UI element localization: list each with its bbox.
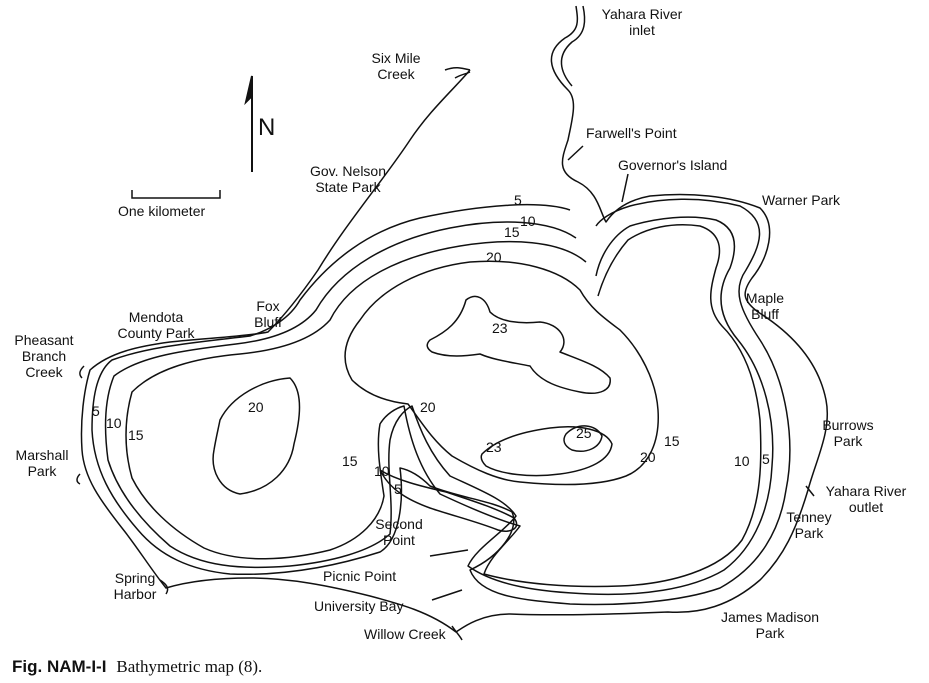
label-line: Harbor bbox=[113, 586, 157, 602]
figure-caption: Fig. NAM-I-I Bathymetric map (8). bbox=[12, 657, 262, 677]
depth-label: 20 bbox=[640, 449, 656, 465]
label-warner-park: Warner Park bbox=[762, 192, 841, 208]
contour-5 bbox=[91, 198, 791, 606]
label-pheasant-branch-creek: Pheasant Branch Creek bbox=[6, 332, 82, 380]
label-marshall-park: Marshall Park bbox=[6, 447, 78, 479]
label-line: Yahara River bbox=[825, 483, 907, 499]
yahara-outlet-mark bbox=[805, 485, 815, 497]
depth-label: 23 bbox=[486, 439, 502, 455]
label-line: Yahara River bbox=[601, 6, 683, 22]
label-line: Marshall bbox=[15, 447, 69, 463]
scale-bar bbox=[131, 190, 221, 199]
label-line: State Park bbox=[315, 179, 381, 195]
shoreline bbox=[80, 5, 828, 633]
label-line: Fox bbox=[256, 298, 280, 314]
picnic-point-spit bbox=[379, 469, 518, 532]
label-mendota-county-park: Mendota County Park bbox=[108, 309, 204, 341]
label-line: Creek bbox=[377, 66, 415, 82]
inlet-bank bbox=[560, 5, 586, 87]
pheasant-mouth bbox=[79, 365, 85, 379]
depth-label: 10 bbox=[106, 415, 122, 431]
north-label: N bbox=[258, 114, 276, 141]
depth-label: 20 bbox=[486, 249, 502, 265]
depth-label: 20 bbox=[420, 399, 436, 415]
contour-23-north bbox=[426, 295, 611, 394]
marshall-mouth bbox=[76, 473, 81, 485]
label-line: County Park bbox=[117, 325, 195, 341]
label-line: Creek bbox=[25, 364, 63, 380]
spring-harbor-mouth bbox=[159, 579, 169, 595]
label-line: Burrows bbox=[822, 417, 874, 433]
university-bay-arrow bbox=[431, 589, 463, 601]
depth-label: 5 bbox=[514, 192, 522, 208]
north-arrow bbox=[244, 75, 253, 172]
figure-number: Fig. NAM-I-I bbox=[12, 657, 107, 676]
contour-23-south bbox=[480, 426, 613, 477]
depth-label: 20 bbox=[248, 399, 264, 415]
depth-label: 5 bbox=[92, 403, 100, 419]
scale-label: One kilometer bbox=[118, 203, 206, 219]
farwell-arrow bbox=[567, 145, 584, 161]
label-gov-nelson: Gov. Nelson State Park bbox=[302, 163, 394, 195]
label-yahara-outlet: Yahara River outlet bbox=[812, 483, 920, 515]
label-maple-bluff: Maple Bluff bbox=[730, 290, 800, 322]
label-willow-creek: Willow Creek bbox=[364, 626, 446, 642]
label-six-mile-creek: Six Mile Creek bbox=[356, 50, 436, 82]
label-picnic-point: Picnic Point bbox=[323, 568, 397, 584]
depth-label: 15 bbox=[128, 427, 144, 443]
label-farwells-point: Farwell's Point bbox=[586, 125, 677, 141]
label-line: Branch bbox=[21, 348, 67, 364]
contour-10 bbox=[104, 216, 774, 596]
label-line: James Madison bbox=[720, 609, 820, 625]
label-line: Gov. Nelson bbox=[310, 163, 386, 179]
label-line: Park bbox=[27, 463, 57, 479]
label-tenney-park: Tenney Park bbox=[776, 509, 842, 541]
label-line: Tenney bbox=[786, 509, 832, 525]
label-burrows-park: Burrows Park bbox=[812, 417, 884, 449]
label-line: outlet bbox=[848, 499, 884, 515]
label-line: Park bbox=[833, 433, 863, 449]
contour-15 bbox=[125, 224, 762, 588]
depth-label: 5 bbox=[762, 451, 770, 467]
contour-20-west bbox=[212, 377, 301, 495]
six-mile-creek bbox=[444, 66, 471, 79]
label-yahara-inlet: Yahara River inlet bbox=[588, 6, 696, 38]
depth-label: 15 bbox=[664, 433, 680, 449]
label-line: Pheasant bbox=[14, 332, 74, 348]
picnic-arrow bbox=[429, 549, 469, 557]
contour-20-north bbox=[344, 260, 659, 486]
label-line: Park bbox=[755, 625, 785, 641]
depth-label: 10 bbox=[374, 463, 390, 479]
label-spring-harbor: Spring Harbor bbox=[100, 570, 170, 602]
label-line: Second bbox=[375, 516, 423, 532]
depth-label: 23 bbox=[492, 320, 508, 336]
depth-label: 25 bbox=[576, 425, 592, 441]
label-line: Mendota bbox=[128, 309, 184, 325]
label-line: Spring bbox=[114, 570, 156, 586]
willow-mouth bbox=[451, 625, 463, 641]
label-fox-bluff: Fox Bluff bbox=[238, 298, 298, 330]
depth-label: 10 bbox=[520, 213, 536, 229]
label-line: Point bbox=[383, 532, 415, 548]
label-university-bay: University Bay bbox=[314, 598, 404, 614]
label-line: Bluff bbox=[254, 314, 282, 330]
label-second-point: Second Point bbox=[362, 516, 436, 548]
governors-arrow bbox=[621, 173, 629, 203]
depth-label: 15 bbox=[504, 224, 520, 240]
label-line: Bluff bbox=[751, 306, 779, 322]
label-line: Park bbox=[794, 525, 824, 541]
depth-label: 10 bbox=[734, 453, 750, 469]
contour-25 bbox=[563, 425, 603, 452]
label-james-madison-park: James Madison Park bbox=[700, 609, 840, 641]
label-line: Six Mile bbox=[371, 50, 421, 66]
label-line: Maple bbox=[745, 290, 785, 306]
figure-title: Bathymetric map (8). bbox=[116, 657, 263, 676]
depth-label: 5 bbox=[394, 481, 402, 497]
label-line: inlet bbox=[629, 22, 655, 38]
depth-label: 15 bbox=[342, 453, 358, 469]
label-governors-island: Governor's Island bbox=[618, 157, 728, 173]
